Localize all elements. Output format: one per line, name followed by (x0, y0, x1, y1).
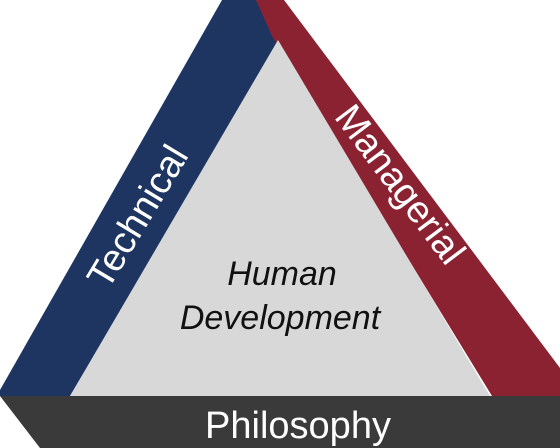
managerial-band (256, 0, 560, 396)
center-label-line2: Development (180, 299, 382, 337)
technical-band (0, 0, 284, 396)
philosophy-label: Philosophy (205, 405, 391, 447)
center-label-line1: Human (227, 255, 337, 293)
human-development-area (70, 40, 490, 396)
philosophy-band (0, 396, 560, 448)
